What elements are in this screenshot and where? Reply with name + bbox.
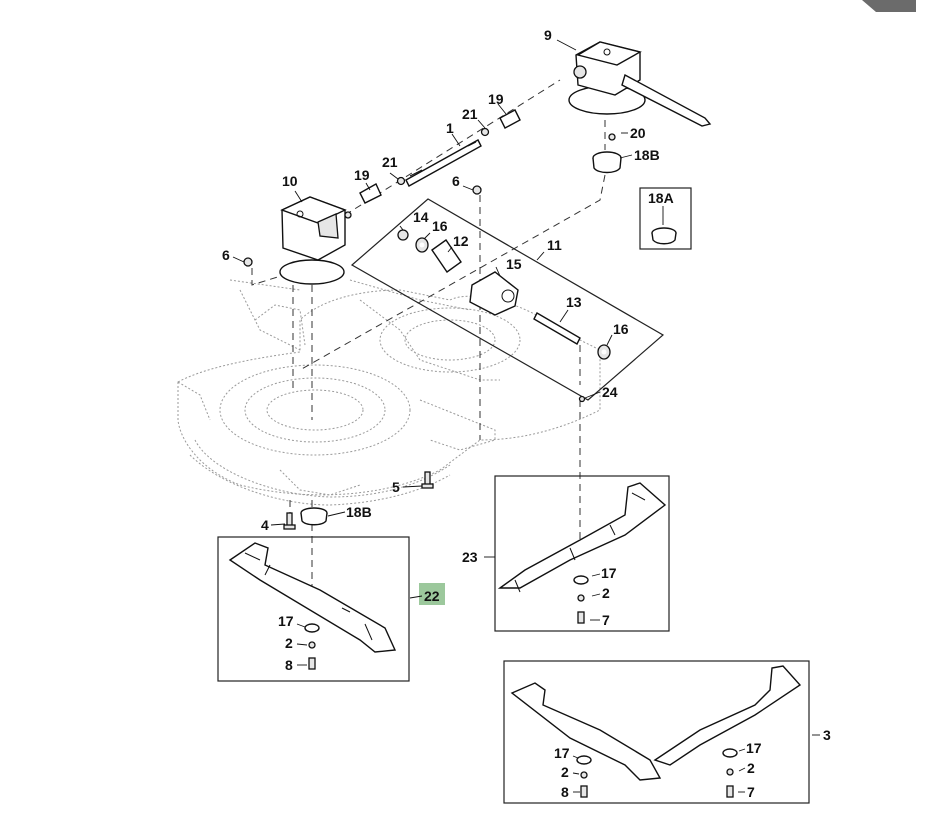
nut-6-left[interactable] [243,257,253,267]
coupler-19-left[interactable] [359,183,382,204]
callout-13[interactable]: 13 [566,294,582,310]
bolt-7-box23[interactable] [577,611,585,624]
bolt-4[interactable] [283,512,296,530]
callout-10[interactable]: 10 [282,173,298,189]
callout-23[interactable]: 23 [462,549,478,565]
housing-15[interactable] [469,271,519,316]
callout-2-set3-right[interactable]: 2 [747,760,755,776]
lockwasher-2-set3-left[interactable] [580,771,588,779]
callout-24[interactable]: 24 [602,384,618,400]
callout-22[interactable]: 22 [424,588,440,604]
callout-15[interactable]: 15 [506,256,522,272]
washer-17-box22[interactable] [304,623,320,633]
callout-2-box23[interactable]: 2 [602,585,610,601]
callout-box-11 [350,198,665,401]
callout-12[interactable]: 12 [453,233,469,249]
selected-callout-highlight [419,583,445,605]
callout-7-box23[interactable]: 7 [602,612,610,628]
nut-14[interactable] [397,229,409,241]
washer-17-set3-right[interactable] [722,748,738,758]
callout-17-box23[interactable]: 17 [601,565,617,581]
nut-6-center[interactable] [472,185,482,195]
callout-6-center[interactable]: 6 [452,173,460,189]
callout-5[interactable]: 5 [392,479,400,495]
callout-box-22 [217,536,410,682]
callout-2-set3-left[interactable]: 2 [561,764,569,780]
washer-17-box23[interactable] [573,575,589,585]
callout-3[interactable]: 3 [823,727,831,743]
bolt-8-set3[interactable] [580,785,588,798]
shaft-1[interactable] [405,139,482,187]
cup-18B-bottom[interactable] [300,507,328,526]
bolt-8-box22[interactable] [308,657,316,670]
cup-18B-top[interactable] [592,151,622,174]
bolt-7-set3[interactable] [726,785,734,798]
callout-19-left[interactable]: 19 [354,167,370,183]
callout-6-left[interactable]: 6 [222,247,230,263]
gearbox-10[interactable] [279,196,352,285]
lockwasher-2-box22[interactable] [308,641,316,649]
callout-box-18A [639,187,692,250]
bearing-16-left[interactable] [415,237,429,253]
callout-box-3 [503,660,810,804]
shaft-13[interactable] [533,312,581,345]
leader-lines [232,39,820,793]
callout-18B-bottom[interactable]: 18B [346,504,372,520]
callout-18B-top[interactable]: 18B [634,147,660,163]
spacer-12[interactable] [431,239,462,273]
blade-set-3-right[interactable] [653,665,802,766]
callout-19-right[interactable]: 19 [488,91,504,107]
bolt-5[interactable] [421,471,434,489]
bolt-20[interactable] [608,133,616,141]
callout-labels: 9 20 18B 18A 19 21 1 21 19 10 6 6 14 16 … [222,27,831,800]
callout-7-set3[interactable]: 7 [747,784,755,800]
blade-23[interactable] [497,482,667,593]
lockwasher-2-set3-right[interactable] [726,768,734,776]
washer-17-set3-left[interactable] [576,755,592,765]
callout-14[interactable]: 14 [413,209,429,225]
next-page-arrow-icon[interactable] [862,0,916,12]
fastener-24[interactable] [578,395,586,403]
cup-18A[interactable] [651,227,677,245]
callout-17-set3-right[interactable]: 17 [746,740,762,756]
callout-4[interactable]: 4 [261,517,269,533]
callout-17-set3-left[interactable]: 17 [554,745,570,761]
gearbox-9[interactable] [568,41,712,127]
callout-16-right[interactable]: 16 [613,321,629,337]
callout-16-left[interactable]: 16 [432,218,448,234]
blade-22[interactable] [228,542,397,653]
callout-11[interactable]: 11 [547,237,562,253]
callout-box-23 [494,475,670,632]
clip-21-right[interactable] [480,127,490,137]
callout-20[interactable]: 20 [630,125,646,141]
callout-21-right[interactable]: 21 [462,106,478,122]
callout-9[interactable]: 9 [544,27,552,43]
callout-18A[interactable]: 18A [648,190,674,206]
coupler-19-right[interactable] [499,109,521,129]
mower-deck-ghost [177,279,601,506]
callout-21-left[interactable]: 21 [382,154,398,170]
clip-21-left[interactable] [396,176,406,186]
callout-8-box22[interactable]: 8 [285,657,293,673]
callout-8-set3[interactable]: 8 [561,784,569,800]
bearing-16-right[interactable] [597,344,611,360]
callout-2-box22[interactable]: 2 [285,635,293,651]
blade-set-3-left[interactable] [510,682,662,781]
callout-17-box22[interactable]: 17 [278,613,294,629]
callout-1[interactable]: 1 [446,120,454,136]
lockwasher-2-box23[interactable] [577,594,585,602]
